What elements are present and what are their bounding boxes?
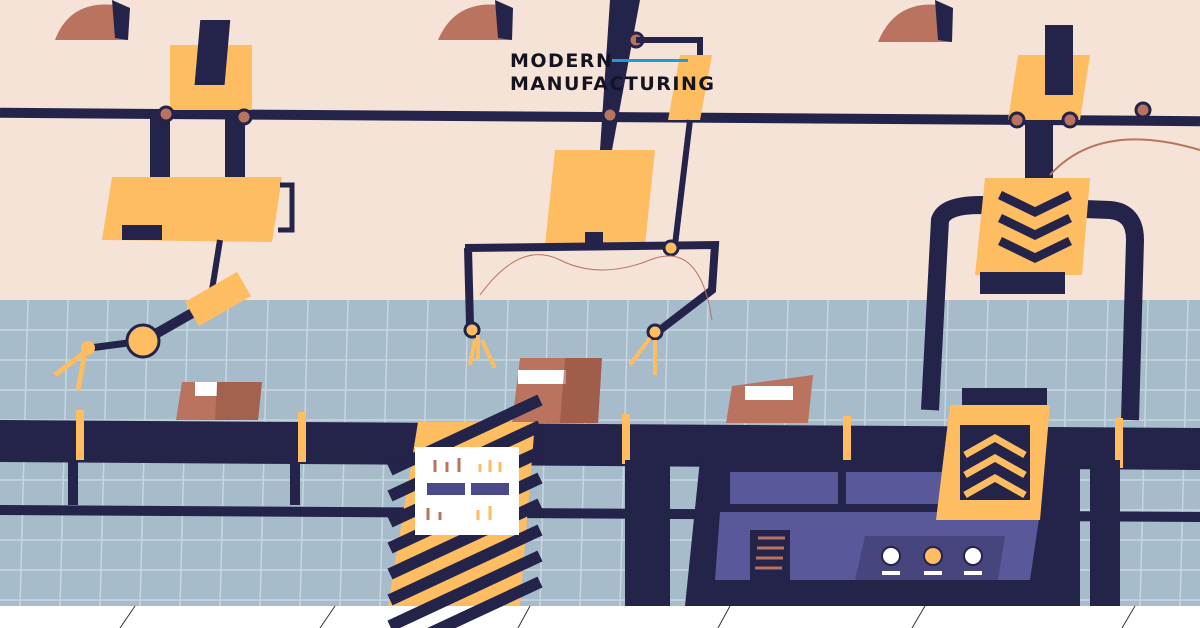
title-line-1: MODERN bbox=[510, 50, 614, 72]
ceiling-lamps bbox=[55, 0, 953, 42]
title-accent-bar bbox=[612, 59, 688, 62]
overhead-rail bbox=[0, 107, 1200, 127]
center-robot bbox=[463, 0, 720, 375]
warning-stand bbox=[387, 394, 543, 628]
title-line-2: MANUFACTURING bbox=[510, 73, 716, 95]
left-robot bbox=[53, 20, 295, 391]
floor-lines bbox=[119, 605, 1136, 628]
control-console bbox=[625, 388, 1120, 606]
floor bbox=[0, 606, 1200, 628]
page-title: MODERN MANUFACTURING bbox=[510, 50, 715, 96]
right-robot bbox=[921, 25, 1200, 421]
